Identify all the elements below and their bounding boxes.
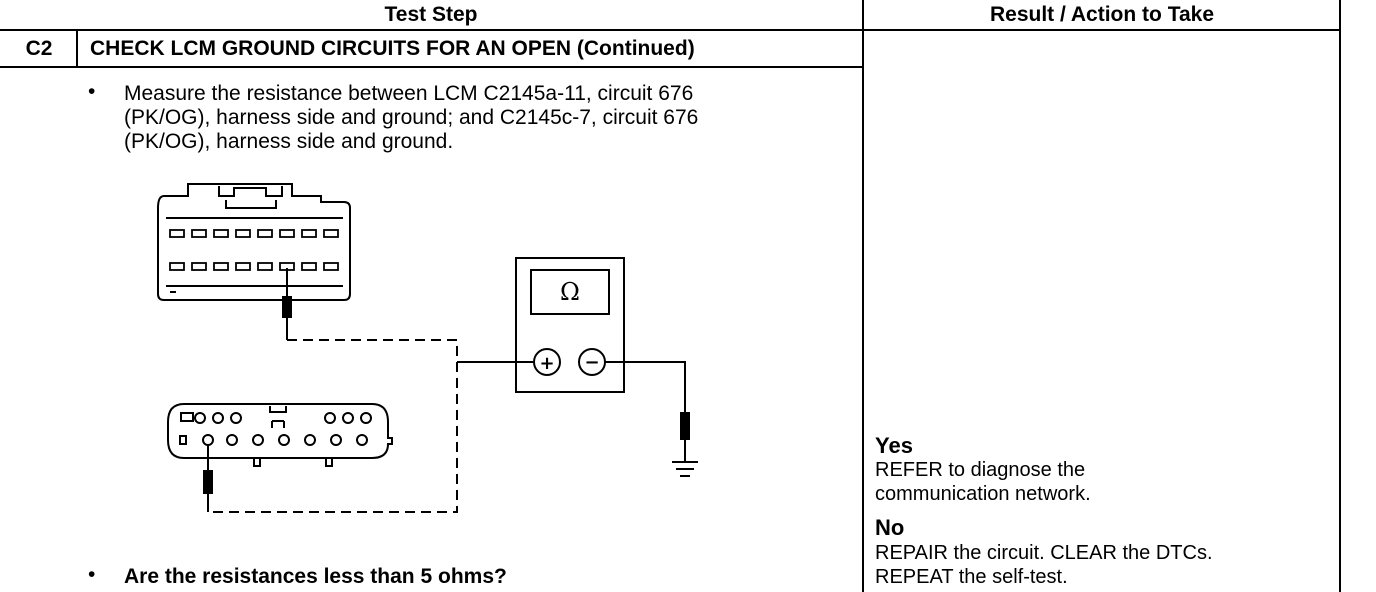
step-title: CHECK LCM GROUND CIRCUITS FOR AN OPEN (C…	[90, 37, 695, 60]
step-question: Are the resistances less than 5 ohms?	[124, 565, 507, 588]
probe-a-icon	[282, 268, 292, 340]
result-yes-label: Yes	[875, 433, 913, 458]
ohmmeter-icon: Ω + −	[515, 257, 625, 393]
measure-instruction: Measure the resistance between LCM C2145…	[124, 82, 699, 153]
column-divider	[862, 0, 864, 592]
step-id-divider	[76, 31, 78, 67]
result-no-text: REPAIR the circuit. CLEAR the DTCs. REPE…	[875, 542, 1213, 588]
step-id: C2	[25, 37, 53, 60]
probe-c-icon	[203, 444, 213, 512]
ohm-symbol: Ω	[560, 278, 580, 306]
plus-terminal: +	[539, 353, 554, 374]
table-right-border	[1339, 0, 1341, 592]
result-no-label: No	[875, 515, 905, 540]
minus-terminal: −	[584, 352, 599, 373]
connector-c2145a-icon	[157, 183, 351, 301]
result-yes-text: REFER to diagnose the communication netw…	[875, 459, 1091, 505]
header-result-action: Result / Action to Take	[989, 3, 1215, 26]
lead-negative	[605, 361, 690, 462]
bullet-measure: •	[88, 80, 96, 103]
dashed-leads	[208, 339, 458, 513]
header-test-step: Test Step	[384, 3, 478, 26]
bullet-question: •	[88, 563, 96, 586]
connector-c2145c-icon	[167, 403, 393, 467]
header-bottom-rule	[0, 29, 1341, 31]
step-title-bottom-rule	[0, 66, 863, 68]
ground-icon	[672, 461, 698, 477]
